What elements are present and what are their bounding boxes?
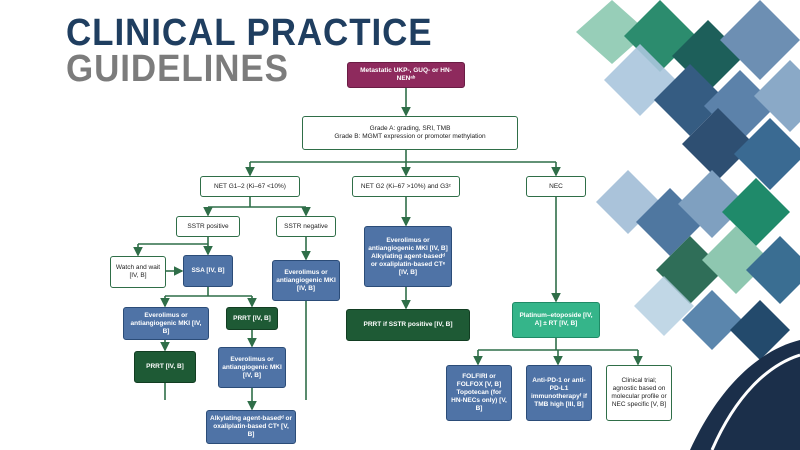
anti-pd1-box: Anti-PD-1 or anti-PD-L1 immunotherapyᶠ i… [526, 365, 592, 421]
everolimus-after-prrt-box: Everolimus or antiangiogenic MKI [IV, B] [218, 347, 286, 388]
header-title-line1: CLINICAL PRACTICE [66, 12, 433, 54]
watch-and-wait-box: Watch and wait [IV, B] [110, 256, 166, 288]
alkylating-agent-box: Alkylating agent-basedᵈ or oxaliplatin-b… [206, 410, 296, 444]
everolimus-sstr-negative-box: Everolimus or antiangiogenic MKI [IV, B] [272, 260, 340, 301]
grading-box: Grade A: grading, SRI, TMB Grade B: MGMT… [302, 116, 518, 150]
net-g2-g3-box: NET G2 (Ki–67 >10%) and G3ᶜ [352, 176, 460, 197]
nec-box: NEC [526, 176, 586, 197]
net-g12-box: NET G1–2 (Ki–67 <10%) [200, 176, 300, 197]
grading-line2: Grade B: MGMT expression or promoter met… [334, 133, 486, 140]
prrt-if-sstr-positive-box: PRRT if SSTR positive [IV, B] [346, 309, 470, 341]
root-box-metastatic: Metastatic UKP‐, GUQ‐ or HN‐NENᵃᵇ [347, 62, 465, 88]
clinical-trial-box: Clinical trial; agnostic based on molecu… [606, 365, 672, 421]
everolimus-sstr-positive-box: Everolimus or antiangiogenic MKI [IV, B] [123, 307, 209, 340]
folfiri-folfox-box: FOLFIRI or FOLFOX [V, B] Topotecan (for … [446, 365, 512, 421]
header-title-line2: GUIDELINES [66, 48, 289, 90]
sstr-positive-box: SSTR positive [176, 216, 240, 237]
corner-white-arc [710, 353, 800, 450]
grading-line1: Grade A: grading, SRI, TMB [369, 125, 451, 132]
diamond-cluster-middle [596, 170, 800, 360]
platinum-etoposide-box: Platinum–etoposide [IV, A] ± RT [IV, B] [512, 302, 600, 338]
prrt-box-right: PRRT [IV, B] [226, 307, 278, 330]
sstr-negative-box: SSTR negative [276, 216, 336, 237]
diamond-cluster-top [576, 0, 800, 190]
everolimus-g2-g3-box: Everolimus or antiangiogenic MKI [IV, B]… [364, 226, 452, 287]
ssa-box: SSA [IV, B] [183, 255, 233, 287]
prrt-box-left: PRRT [IV, B] [134, 351, 196, 383]
